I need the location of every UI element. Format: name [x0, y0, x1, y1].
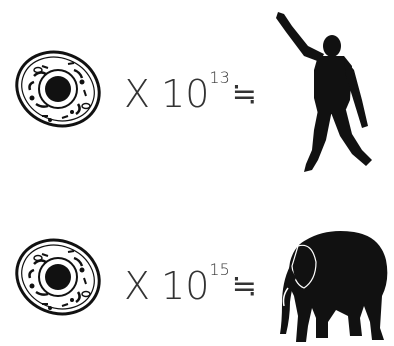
times-sign: X	[124, 72, 152, 116]
approx-symbol: ≒	[231, 269, 257, 304]
cell-icon	[15, 238, 101, 316]
power-exponent: 13	[209, 68, 230, 87]
power-base: 10	[161, 72, 210, 116]
elephant-icon	[280, 231, 388, 342]
approx-symbol: ≒	[231, 77, 257, 112]
power-exponent: 15	[209, 260, 230, 279]
cell-icon	[15, 50, 101, 128]
human-icon	[276, 12, 372, 172]
power-base: 10	[161, 264, 210, 308]
times-sign: X	[124, 264, 152, 308]
